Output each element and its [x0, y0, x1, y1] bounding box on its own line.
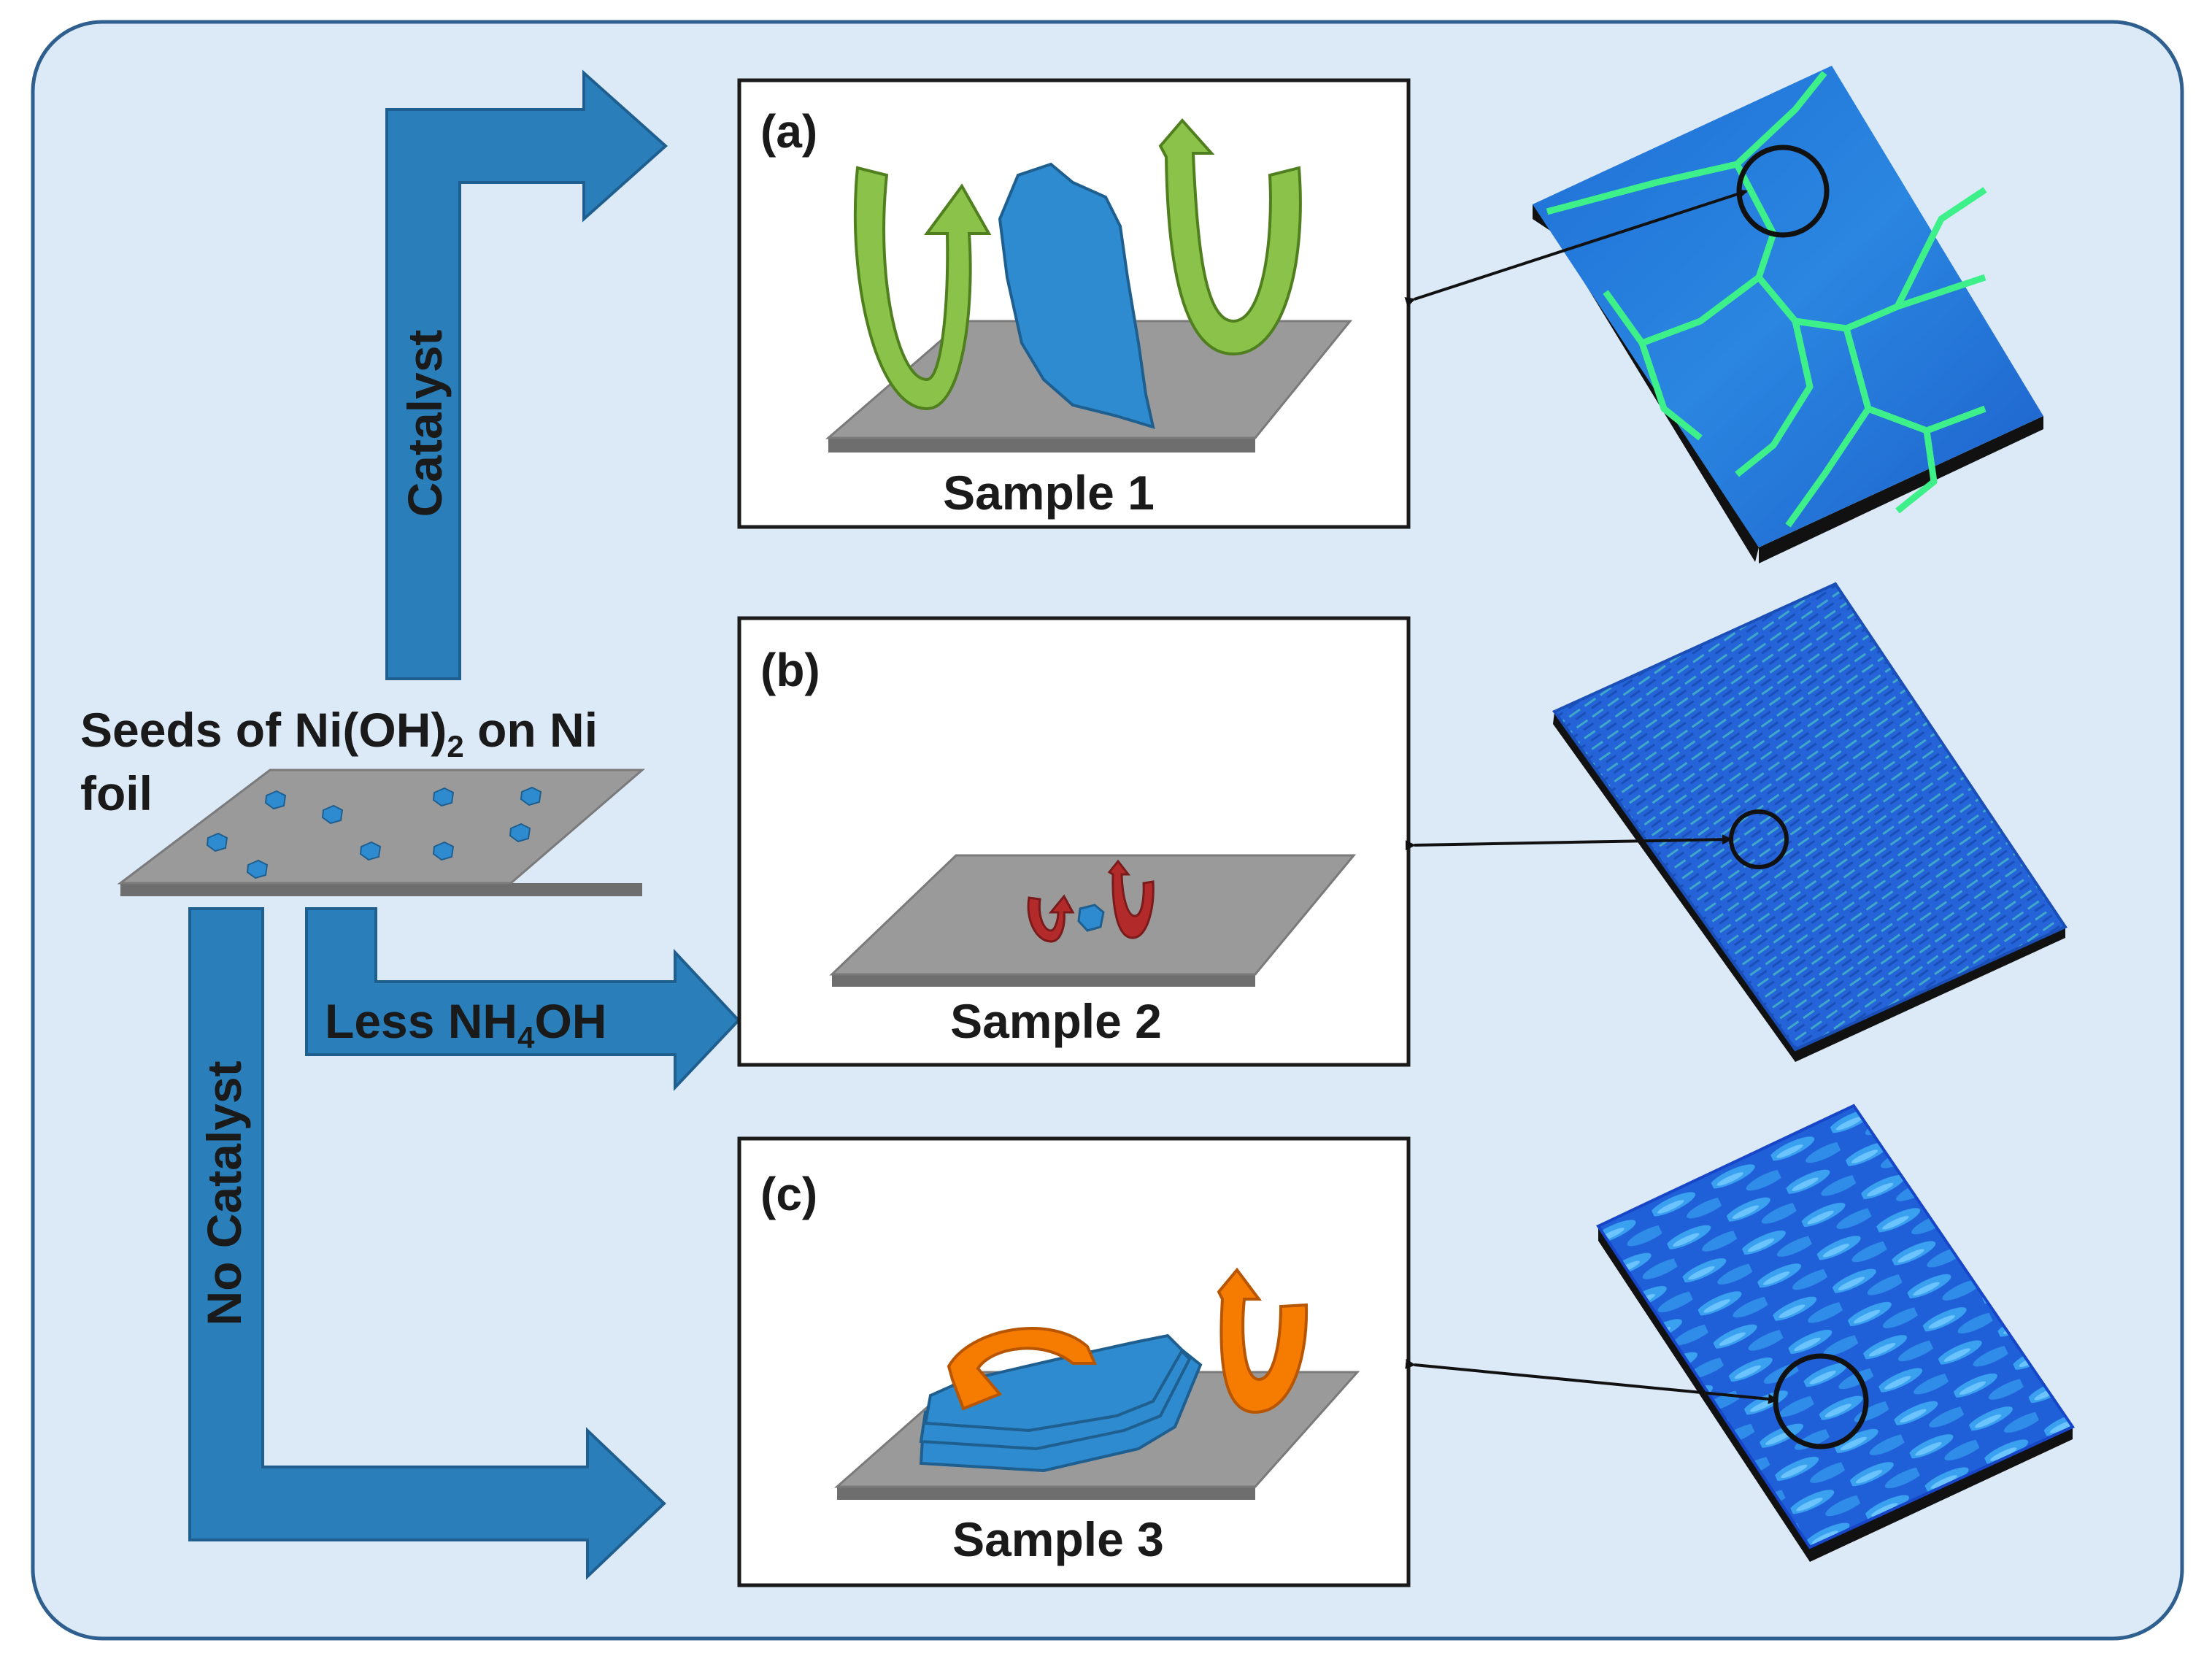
- seeds-label-line2: foil: [80, 766, 153, 820]
- panel-c: (c) Sample 3: [737, 1136, 1411, 1587]
- connector-a: [1404, 189, 1748, 307]
- connector-b: [1405, 834, 1733, 851]
- no-catalyst-label: No Catalyst: [197, 1060, 251, 1325]
- catalyst-arrow: [385, 69, 668, 680]
- green-arrow-left: [853, 166, 992, 411]
- ni-oh2-seeds: [206, 786, 542, 879]
- panel-a-tag: (a): [760, 105, 817, 158]
- panel-c-sample: Sample 3: [952, 1512, 1164, 1566]
- orange-arrow-left: [947, 1327, 1098, 1411]
- panel-a-sample: Sample 1: [943, 466, 1155, 520]
- crystal-plates-c: [919, 1333, 1203, 1473]
- less-nh4oh-label: Less NH4OH: [325, 994, 606, 1055]
- no-catalyst-arrow: [188, 907, 666, 1580]
- red-arrow-left: [1027, 894, 1075, 943]
- ni-foil-substrate: [117, 769, 646, 896]
- less-nh4oh-arrow: [305, 907, 741, 1092]
- surface-image-b: [1552, 582, 2068, 1062]
- panel-a: (a) Sample 1: [737, 78, 1411, 529]
- panel-b-tag: (b): [760, 644, 820, 696]
- panel-b-sample: Sample 2: [950, 994, 1162, 1048]
- red-arrow-right: [1107, 859, 1155, 939]
- green-arrow-right: [1158, 118, 1302, 356]
- panel-b: (b) Sample 2: [737, 616, 1411, 1067]
- seeds-label-line1: Seeds of Ni(OH)2 on Ni: [80, 703, 598, 763]
- panel-c-tag: (c): [760, 1168, 817, 1220]
- surface-image-a: [1533, 66, 2043, 563]
- catalyst-label: Catalyst: [398, 330, 452, 517]
- crystal-sheet-a: [998, 162, 1155, 429]
- orange-arrow-right: [1217, 1267, 1309, 1414]
- connector-c: [1405, 1358, 1779, 1404]
- crystal-sheet-b: [1077, 904, 1105, 932]
